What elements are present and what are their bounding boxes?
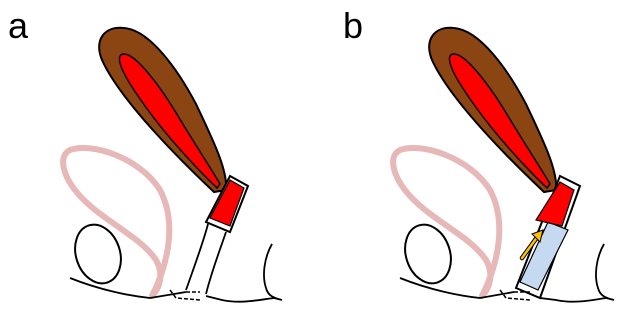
panel-b <box>393 28 614 302</box>
panel-a <box>63 28 282 302</box>
stem-a <box>186 224 226 294</box>
